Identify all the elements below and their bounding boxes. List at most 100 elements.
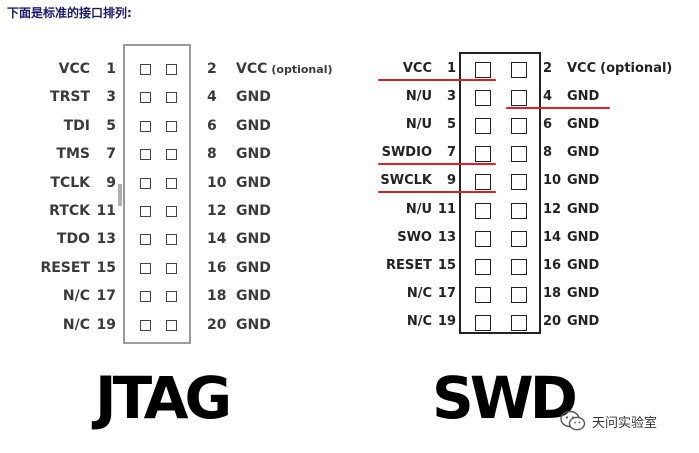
jtag-pin-pad	[140, 92, 151, 104]
swd-pin-pad	[511, 314, 527, 331]
swd-pin-name: SWDIO	[381, 145, 432, 161]
swd-pin-name-text: GND	[567, 117, 600, 133]
swd-pin-name-text: VCC	[567, 61, 597, 76]
watermark: 天问实验室	[560, 410, 657, 432]
swd-pin-pad	[475, 314, 491, 331]
swd-title: SWD	[432, 364, 578, 432]
swd-pin-number: 16	[543, 257, 562, 273]
jtag-pin-name-text: GND	[236, 174, 271, 191]
jtag-pin-name: TRST	[50, 89, 90, 106]
jtag-pin-name-text: GND	[236, 146, 271, 163]
jtag-pin-number: 2	[207, 61, 217, 77]
jtag-pin-number: 11	[96, 203, 116, 219]
jtag-pin-name: VCC(optional)	[236, 61, 333, 78]
swd-pin-number: 13	[437, 229, 456, 245]
jtag-pin-name-text: GND	[236, 117, 271, 134]
jtag-pin-name: RTCK	[49, 203, 90, 219]
jtag-header-body	[123, 44, 191, 344]
jtag-pin-number: 16	[207, 259, 227, 276]
swd-pin-number: 2	[543, 61, 553, 76]
jtag-pin-pad	[166, 291, 177, 303]
swd-pin-name: GND	[567, 230, 599, 246]
jtag-pin-pad	[140, 234, 151, 246]
swd-pin-name: GND	[567, 89, 599, 105]
watermark-text: 天问实验室	[592, 415, 658, 431]
swd-pin-name-text: GND	[567, 285, 600, 301]
swd-pin-name: GND	[567, 145, 599, 161]
swd-pin-number: 17	[437, 285, 456, 301]
swd-pin-name-text: GND	[567, 201, 600, 217]
jtag-pin-number: 18	[207, 288, 227, 305]
swd-pin-name: N/U	[405, 117, 432, 133]
swd-pin-number: 3	[446, 89, 456, 105]
swd-pin-name: RESET	[385, 257, 432, 273]
swd-pin-pad	[511, 202, 527, 219]
swd-pin-number: 18	[543, 285, 562, 301]
swd-pin-pad	[511, 118, 527, 135]
swd-pin-pad	[475, 146, 491, 163]
swd-pin-pad	[511, 286, 527, 303]
jtag-pin-name-text: GND	[236, 259, 271, 276]
swd-pin-pad	[511, 174, 527, 191]
jtag-pin-number: 6	[207, 117, 217, 134]
jtag-pin-pad	[166, 319, 177, 331]
jtag-pin-pad	[166, 206, 177, 217]
swd-highlight-underline	[378, 79, 496, 81]
jtag-pin-pad	[166, 149, 177, 161]
jtag-pin-pad	[166, 92, 177, 104]
jtag-pin-name: GND	[236, 260, 271, 276]
swd-pin-number: 6	[543, 117, 553, 133]
swd-pin-number: 19	[437, 313, 456, 329]
swd-pin-name: GND	[567, 173, 599, 189]
jtag-pin-number: 14	[207, 231, 227, 248]
jtag-pin-pad	[166, 177, 177, 189]
jtag-pin-number: 5	[106, 117, 116, 134]
jtag-pin-pad	[140, 206, 151, 217]
swd-pin-number: 5	[446, 117, 456, 133]
swd-highlight-underline	[378, 163, 496, 166]
swd-pin-name: N/C	[406, 285, 432, 301]
jtag-pin-number: 15	[96, 259, 116, 276]
swd-pin-pad	[511, 258, 527, 275]
jtag-pin-pad	[140, 120, 151, 132]
jtag-pin-name: N/C	[62, 316, 90, 333]
swd-pin-pad	[475, 202, 491, 219]
swd-pin-pad	[511, 146, 527, 163]
swd-pin-name: VCC(optional)	[567, 61, 672, 77]
jtag-pin-name-text: GND	[236, 231, 271, 248]
jtag-pin-number: 12	[207, 203, 227, 219]
swd-pin-number: 12	[543, 201, 562, 217]
jtag-pin-number: 10	[207, 174, 227, 191]
jtag-pin-number: 20	[207, 316, 227, 333]
swd-pin-name: GND	[567, 202, 599, 218]
swd-pin-number: 10	[543, 173, 562, 189]
swd-pin-pad	[511, 230, 527, 247]
swd-pin-name-text: GND	[567, 313, 600, 329]
swd-pin-name: N/U	[405, 89, 432, 105]
swd-pin-pad	[475, 62, 491, 78]
swd-pin-name-text: GND	[567, 257, 600, 273]
swd-pin-number: 11	[437, 201, 456, 217]
wechat-icon	[560, 410, 586, 431]
jtag-pin-pad	[140, 291, 151, 303]
jtag-pin-name: GND	[236, 317, 271, 333]
swd-pin-name: GND	[567, 314, 599, 330]
jtag-pin-pad	[166, 64, 177, 75]
swd-pin-name: VCC	[402, 61, 432, 76]
swd-pin-number: 9	[446, 173, 456, 189]
jtag-pin-pad	[166, 234, 177, 246]
jtag-pin-name-text: VCC	[236, 61, 268, 77]
jtag-pin-pad	[166, 262, 177, 274]
swd-pin-pad	[475, 230, 491, 247]
jtag-pin-number: 1	[106, 61, 116, 77]
swd-highlight-underline	[378, 191, 496, 194]
jtag-pin-name: GND	[236, 288, 271, 304]
swd-pin-name: SWCLK	[380, 173, 432, 189]
jtag-pin-name: N/C	[62, 288, 90, 305]
swd-pin-name: GND	[567, 286, 599, 302]
page-caption: 下面是标准的接口排列:	[7, 6, 132, 20]
swd-pin-name-text: GND	[567, 173, 600, 189]
swd-pin-pad	[511, 90, 527, 107]
jtag-pin-name-text: GND	[236, 89, 271, 106]
swd-pin-number: 14	[543, 229, 562, 245]
